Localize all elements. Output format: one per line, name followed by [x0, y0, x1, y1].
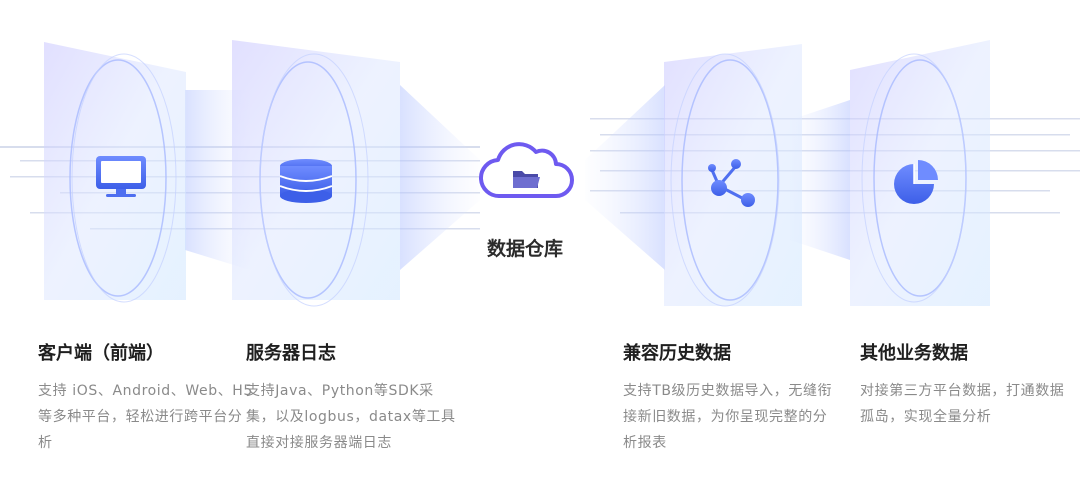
feature-title: 其他业务数据	[860, 343, 968, 364]
feature-server-log: 服务器日志 支持Java、Python等SDK采集，以及logbus，datax…	[246, 342, 461, 456]
feature-description: 支持 iOS、Android、Web、H5等多种平台，轻松进行跨平台分析	[38, 383, 253, 451]
pie-chart-icon	[894, 160, 938, 204]
share-nodes-icon	[708, 159, 755, 207]
panel-history	[664, 44, 802, 307]
feature-client: 客户端（前端） 支持 iOS、Android、Web、H5等多种平台，轻松进行跨…	[38, 342, 253, 456]
feature-description: 支持Java、Python等SDK采集，以及logbus，datax等工具直接对…	[246, 383, 456, 451]
cloud-folder-icon	[478, 142, 574, 199]
feature-business: 其他业务数据 对接第三方平台数据，打通数据孤岛，实现全量分析	[860, 342, 1075, 430]
feature-description: 支持TB级历史数据导入，无缝衔接新旧数据，为你呈现完整的分析报表	[623, 383, 833, 451]
beam-left-2	[400, 85, 480, 270]
illustration-svg	[0, 40, 1080, 307]
feature-title: 兼容历史数据	[623, 343, 731, 364]
beam-right-1	[585, 85, 665, 270]
beam-right-2	[790, 100, 850, 260]
feature-title: 服务器日志	[246, 343, 336, 364]
data-warehouse-label: 数据仓库	[486, 238, 563, 260]
feature-title: 客户端（前端）	[38, 343, 164, 364]
data-flow-illustration: 数据仓库	[0, 40, 1080, 307]
database-icon	[279, 159, 333, 203]
feature-history: 兼容历史数据 支持TB级历史数据导入，无缝衔接新旧数据，为你呈现完整的分析报表	[623, 342, 838, 456]
feature-description: 对接第三方平台数据，打通数据孤岛，实现全量分析	[860, 383, 1065, 425]
monitor-icon	[96, 156, 146, 197]
